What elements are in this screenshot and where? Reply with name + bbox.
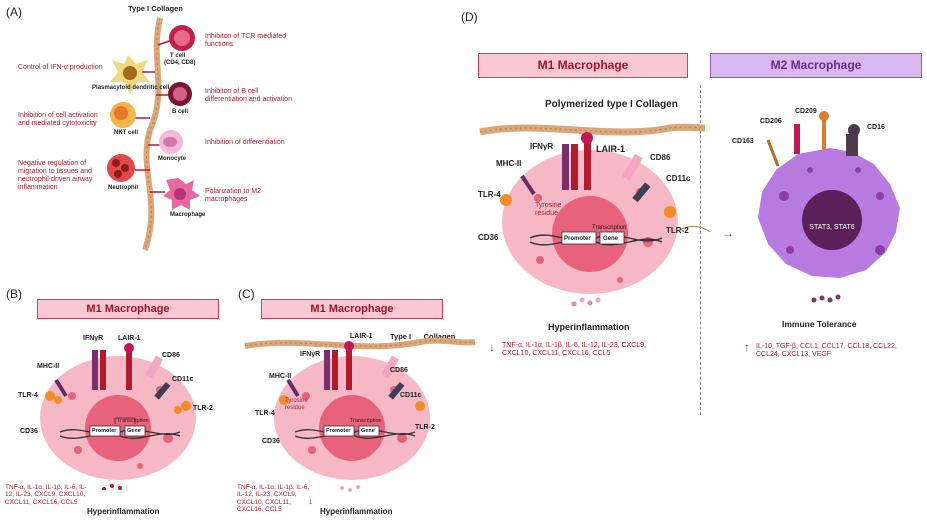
neutrophil-effect: Negative regulation of migration to tiss… <box>18 160 93 192</box>
d-receptor-lair1: LAIR-1 <box>596 144 625 154</box>
c-receptor-cd11c: CD11c <box>400 392 422 399</box>
d-polarization-arrow-icon: → <box>722 226 734 240</box>
c-receptor-tlr2: TLR-2 <box>415 424 435 431</box>
monocyte-icon <box>159 130 183 154</box>
t-cell-label: T cell <box>170 53 186 59</box>
b-outcome: Hyperinflammation <box>87 507 160 516</box>
panel-c-cell-diagram <box>244 337 476 492</box>
c-collagen-label: Type I Collagen <box>390 332 456 341</box>
panel-b-banner: M1 Macrophage <box>37 299 219 319</box>
panel-d-divider <box>700 85 701 415</box>
monocyte-effect: Inhibition of differentiation <box>205 139 285 146</box>
panel-d-m1-diagram <box>479 123 710 307</box>
c-down-arrow-icon: ↓ <box>308 496 313 507</box>
b-promoter-label: Promoter <box>92 428 117 434</box>
c-receptor-tlr4: TLR-4 <box>255 410 275 417</box>
c-outcome: Hyperinflammation <box>320 507 393 516</box>
pdc-effect: Control of IFN-α production <box>18 64 103 71</box>
d-tyrosine-label: Tyrosine residue <box>535 202 562 218</box>
b-transcription-label: Transcription <box>117 418 149 424</box>
d-m2-nucleus-label: STAT3, STAT6 <box>809 224 855 231</box>
c-receptor-mhcii: MHC-II <box>269 373 292 380</box>
d-receptor-cd86: CD86 <box>650 153 671 162</box>
c-receptor-cd86: CD86 <box>390 367 408 374</box>
d-receptor-tlr4: TLR-4 <box>478 190 501 199</box>
nkt-cell-icon <box>110 102 136 128</box>
d-m2-cytokine-list: IL-10, TGF-β, CCL1, CCL17, CCL18, CCL22,… <box>756 343 897 359</box>
d-receptor-cd11c: CD11c <box>666 174 691 183</box>
neutrophil-icon <box>107 154 135 182</box>
b-cytokine-list: TNF-α, IL-1α, IL-1β, IL-6, IL-12, IL-23,… <box>5 484 87 506</box>
b-receptor-ifngr: IFNγR <box>83 335 104 342</box>
panel-c-letter: (C) <box>238 287 255 301</box>
d-m1-outcome: Hyperinflammation <box>548 322 630 332</box>
panel-a-diagram <box>107 17 200 251</box>
monocyte-label: Monocyte <box>158 156 187 162</box>
c-tyrosine-label: Tyrosine residue <box>285 398 308 411</box>
c-receptor-cd36: CD36 <box>262 438 280 445</box>
d-receptor-tlr2: TLR-2 <box>666 226 689 235</box>
m2-nucleus <box>802 190 862 250</box>
panel-d-letter: (D) <box>461 10 478 24</box>
c-transcription-label: Transcription <box>350 418 382 424</box>
d-down-arrow-icon: ↓ <box>489 340 495 354</box>
d-receptor-cd16: CD16 <box>867 124 885 131</box>
panel-d-m2-banner: M2 Macrophage <box>710 53 922 78</box>
t-cell-sub: (CD4, CD8) <box>164 60 196 66</box>
plasmacytoid-dendritic-cell-icon <box>110 55 150 94</box>
b-receptor-cd86: CD86 <box>162 352 180 359</box>
d-receptor-cd209: CD209 <box>795 108 817 115</box>
macrophage-effect: Polarization to M2 macrophages <box>205 188 262 204</box>
d-receptor-ifngr: IFNγR <box>530 142 554 151</box>
pdc-label: Plasmacytoid dendritic cell <box>92 85 170 91</box>
b-receptor-lair1: LAIR-1 <box>118 335 141 342</box>
panel-b-letter: (B) <box>6 287 22 301</box>
panel-b-cell-diagram <box>40 343 196 490</box>
collagen-fiber <box>142 17 163 251</box>
panel-a-letter: (A) <box>6 5 22 19</box>
b-receptor-tlr2: TLR-2 <box>193 405 213 412</box>
d-receptor-cd206: CD206 <box>760 118 782 125</box>
b-cell-label: B cell <box>172 109 189 115</box>
d-receptor-cd36: CD36 <box>478 233 499 242</box>
d-m1-cytokine-list: TNF-α, IL-1α, IL-1β, IL-6, IL-12, IL-23,… <box>502 342 647 358</box>
b-receptor-tlr4: TLR-4 <box>18 392 38 399</box>
d-promoter-label: Promoter <box>564 236 591 242</box>
panel-a-title: Type I Collagen <box>128 4 183 13</box>
b-receptor-cd11c: CD11c <box>172 376 194 383</box>
b-cell-effect: Inhibiton of B cell differentiation and … <box>205 88 293 104</box>
d-receptor-mhcii: MHC-II <box>496 159 522 168</box>
t-cell-effect: Inhibiton of TCR mediated functions <box>205 33 287 49</box>
c-gene-label: Gene <box>361 428 375 434</box>
nkt-cell-effect: Inhibition of cell activation and mediat… <box>18 112 98 128</box>
b-receptor-mhcii: MHC-II <box>37 363 60 370</box>
c-receptor-ifngr: IFNγR <box>300 351 321 358</box>
t-cell-icon <box>169 25 195 51</box>
d-up-arrow-icon: ↑ <box>744 340 750 354</box>
b-gene-label: Gene <box>127 428 141 434</box>
panel-c-banner: M1 Macrophage <box>261 299 443 319</box>
b-receptor-cd36: CD36 <box>20 428 38 435</box>
panel-d-m2-diagram <box>758 111 900 303</box>
b-cell-icon <box>168 82 192 106</box>
d-m2-outcome: Immune Tolerance <box>782 319 857 329</box>
macrophage-icon <box>163 178 200 210</box>
d-receptor-cd163: CD163 <box>732 138 754 145</box>
d-gene-label: Gene <box>603 236 619 242</box>
collagen-fiber <box>479 123 706 136</box>
c-receptor-lair1: LAIR-1 <box>350 333 373 340</box>
c-promoter-label: Promoter <box>326 428 351 434</box>
panel-d-m1-banner: M1 Macrophage <box>478 53 688 78</box>
neutrophil-label: Neutrophil <box>108 185 138 191</box>
d-collagen-label: Polymerized type I Collagen <box>545 99 678 110</box>
collagen-fiber <box>244 337 476 350</box>
macrophage-label: Macrophage <box>170 212 206 218</box>
d-transcription-label: Transcription <box>592 225 627 231</box>
c-cytokine-list: TNF-α, IL-1α, IL-1β, IL-6, IL-12, IL-23,… <box>237 484 310 514</box>
nkt-cell-label: NKT cell <box>114 130 139 136</box>
